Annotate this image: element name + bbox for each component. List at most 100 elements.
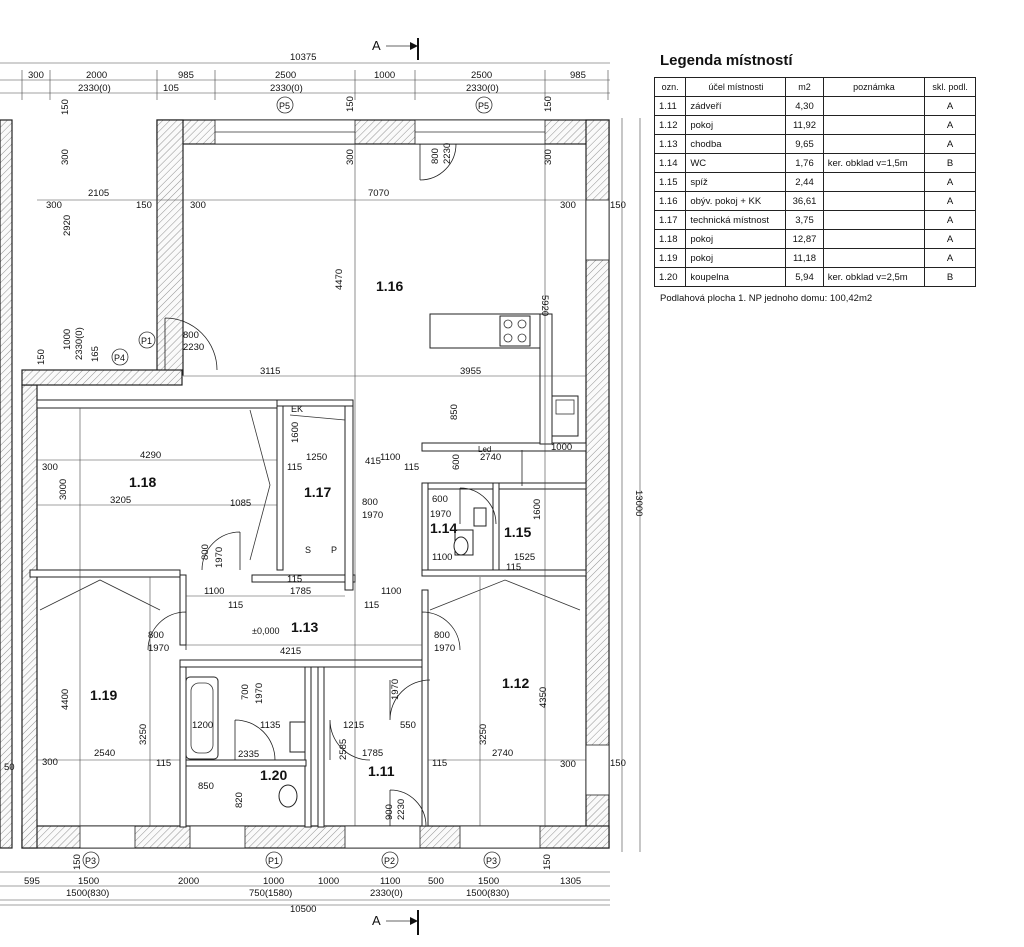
svg-text:115: 115 <box>404 462 419 473</box>
legend-cell <box>822 96 926 116</box>
svg-text:P: P <box>331 545 337 555</box>
svg-text:2335: 2335 <box>238 749 259 760</box>
top-dimensions: 10375 300 2000 985 2500 1000 2500 985 23… <box>0 52 610 100</box>
svg-text:850: 850 <box>449 404 460 420</box>
bathroom-fixtures <box>185 507 487 808</box>
svg-text:EK: EK <box>291 404 303 414</box>
legend-cell <box>822 115 926 135</box>
wardrobe-marks <box>39 409 581 611</box>
svg-text:800: 800 <box>434 630 450 641</box>
svg-text:1305: 1305 <box>560 876 581 887</box>
svg-text:5920: 5920 <box>539 295 550 316</box>
svg-text:150: 150 <box>542 854 553 870</box>
svg-text:1000: 1000 <box>62 329 73 350</box>
legend-cell <box>822 248 926 268</box>
svg-text:2000: 2000 <box>86 70 107 81</box>
svg-text:13000: 13000 <box>633 490 644 516</box>
legend-cell: 1.15 <box>653 172 687 192</box>
legend-cell <box>822 229 926 249</box>
svg-text:A: A <box>372 913 381 928</box>
legend-cell: A <box>924 248 976 268</box>
svg-text:115: 115 <box>228 600 243 611</box>
legend-cell: pokoj <box>685 115 787 135</box>
svg-text:150: 150 <box>36 349 47 365</box>
svg-text:300: 300 <box>28 70 44 81</box>
svg-text:1000: 1000 <box>318 876 339 887</box>
svg-text:115: 115 <box>432 758 447 769</box>
legend-cell: 4,30 <box>785 96 824 116</box>
legend-cell: 1.12 <box>653 115 687 135</box>
svg-text:1085: 1085 <box>230 498 251 509</box>
svg-text:2330(0): 2330(0) <box>466 83 499 94</box>
svg-text:1600: 1600 <box>532 499 543 520</box>
legend-cell <box>822 134 926 154</box>
svg-text:1000: 1000 <box>263 876 284 887</box>
svg-text:2330(0): 2330(0) <box>74 327 85 360</box>
legend-cell: A <box>924 210 976 230</box>
svg-text:P5: P5 <box>279 101 290 111</box>
svg-text:10375: 10375 <box>290 52 316 63</box>
svg-text:150: 150 <box>345 96 356 112</box>
legend-header-area: m2 <box>785 77 824 97</box>
svg-text:3000: 3000 <box>58 479 69 500</box>
svg-text:1970: 1970 <box>214 547 225 568</box>
windows <box>79 119 610 849</box>
svg-text:820: 820 <box>234 792 245 808</box>
legend-cell <box>822 191 926 211</box>
legend-cell: 5,94 <box>785 267 824 287</box>
legend-cell: 1.20 <box>653 267 687 287</box>
legend-cell: ker. obklad v=1,5m <box>822 153 926 173</box>
legend-cell: 1.17 <box>653 210 687 230</box>
svg-text:2585: 2585 <box>338 739 349 760</box>
interior-dimension-lines <box>37 144 586 826</box>
svg-text:50: 50 <box>4 762 15 773</box>
svg-text:800: 800 <box>200 544 211 560</box>
svg-text:985: 985 <box>570 70 586 81</box>
interior-walls <box>29 399 587 828</box>
svg-text:1100: 1100 <box>380 452 400 463</box>
svg-text:1100: 1100 <box>432 552 452 563</box>
svg-text:150: 150 <box>610 758 626 769</box>
svg-text:800: 800 <box>430 148 441 164</box>
svg-text:2330(0): 2330(0) <box>370 888 403 899</box>
svg-text:300: 300 <box>60 149 71 165</box>
svg-text:300: 300 <box>560 200 576 211</box>
svg-text:150: 150 <box>60 99 71 115</box>
legend-cell: A <box>924 229 976 249</box>
legend-cell: technická místnost <box>685 210 787 230</box>
svg-text:600: 600 <box>432 494 448 505</box>
legend-cell: A <box>924 115 976 135</box>
legend-cell: pokoj <box>685 229 787 249</box>
window-tags: P5 P5 P1 P4 P3 P1 P2 P3 <box>82 96 501 869</box>
section-mark-bottom: A <box>372 910 419 935</box>
svg-text:2105: 2105 <box>88 188 109 199</box>
svg-text:10500: 10500 <box>290 904 316 915</box>
room-1-19: 1.19 <box>90 687 117 703</box>
room-1-11: 1.11 <box>368 763 395 779</box>
svg-text:1785: 1785 <box>362 748 383 759</box>
svg-text:P3: P3 <box>486 856 497 866</box>
svg-text:500: 500 <box>428 876 444 887</box>
svg-text:1100: 1100 <box>380 876 400 887</box>
legend-cell: 1.18 <box>653 229 687 249</box>
svg-text:4470: 4470 <box>334 269 345 290</box>
svg-text:115: 115 <box>287 574 302 585</box>
svg-text:2330(0): 2330(0) <box>78 83 111 94</box>
svg-text:1525: 1525 <box>514 552 535 563</box>
svg-text:2540: 2540 <box>94 748 115 759</box>
legend-table: ozn. účel místnosti m2 poznámka skl. pod… <box>653 77 976 287</box>
svg-text:150: 150 <box>72 854 83 870</box>
svg-text:A: A <box>372 38 381 53</box>
svg-text:1215: 1215 <box>343 720 364 731</box>
svg-text:115: 115 <box>506 562 521 573</box>
svg-text:P5: P5 <box>478 101 489 111</box>
legend-cell: A <box>924 96 976 116</box>
legend-header-code: ozn. <box>653 77 687 97</box>
svg-text:P2: P2 <box>384 856 395 866</box>
svg-text:1100: 1100 <box>381 586 401 597</box>
svg-text:165: 165 <box>90 346 101 362</box>
svg-text:800: 800 <box>362 497 378 508</box>
legend-cell: 11,92 <box>785 115 824 135</box>
